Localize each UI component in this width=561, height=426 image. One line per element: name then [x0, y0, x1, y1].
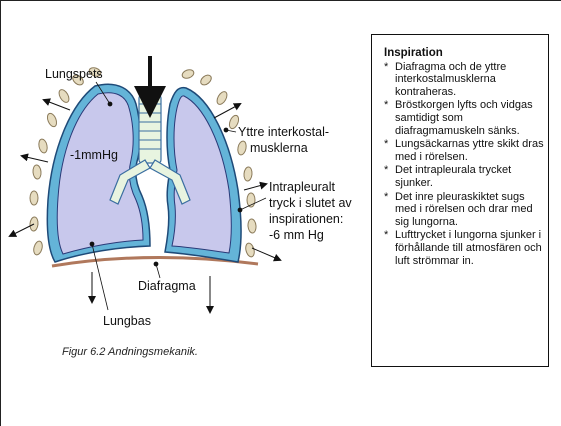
list-item: *Bröstkorgen lyfts och vidgas samtidigt …: [384, 99, 548, 137]
right-lung: [172, 96, 231, 253]
label-lungspets: Lungspets: [45, 67, 103, 81]
label-lungbas: Lungbas: [103, 314, 151, 328]
inspiration-list: *Diafragma och de yttre interkostalmuskl…: [384, 61, 548, 268]
inspiration-box: Inspiration *Diafragma och de yttre inte…: [371, 34, 549, 367]
list-item: *Diafragma och de yttre interkostalmuskl…: [384, 61, 548, 99]
label-intrapleural-3: inspirationen:: [269, 212, 343, 226]
label-pressure-left: -1mmHg: [70, 148, 118, 162]
inspiration-title: Inspiration: [384, 47, 548, 60]
list-item: *Lufttrycket i lungorna sjunker i förhål…: [384, 229, 548, 267]
label-interkostal-2: musklerna: [250, 141, 308, 155]
label-intrapleural-1: Intrapleuralt: [269, 180, 335, 194]
label-intrapleural-2: tryck i slutet av: [269, 196, 352, 210]
list-item: *Det intrapleurala trycket sjunker.: [384, 164, 548, 189]
figure-caption: Figur 6.2 Andningsmekanik.: [62, 346, 198, 358]
label-intrapleural-4: -6 mm Hg: [269, 228, 324, 242]
list-item: *Lungsäckarnas yttre skikt dras med i rö…: [384, 138, 548, 163]
list-item: *Det inre pleuraskiktet sugs med i rörel…: [384, 191, 548, 229]
label-diafragma: Diafragma: [138, 279, 196, 293]
label-interkostal-1: Yttre interkostal-: [238, 125, 329, 139]
